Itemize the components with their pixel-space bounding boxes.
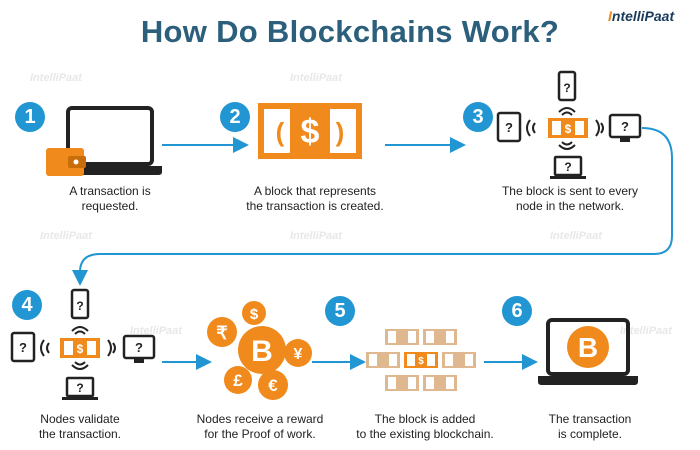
step-4-badge: 4 xyxy=(12,290,42,320)
intellipaat-logo: IntelliPaat xyxy=(608,8,675,24)
watermark: IntelliPaat xyxy=(550,230,602,242)
step-5-badge: 5 xyxy=(325,296,355,326)
svg-text:?: ? xyxy=(563,81,570,95)
page-title: How Do Blockchains Work? xyxy=(140,14,560,49)
watermark: IntelliPaat xyxy=(30,72,82,84)
svg-text:$: $ xyxy=(301,113,320,151)
svg-text:?: ? xyxy=(505,120,513,135)
step-2-badge: 2 xyxy=(220,102,250,132)
svg-text:(: ( xyxy=(276,117,285,147)
step-3-badge: 3 xyxy=(463,102,493,132)
svg-text:?: ? xyxy=(564,160,571,174)
currency-coins-icon: $ ₹ B ¥ £ € xyxy=(207,301,312,400)
broadcast-cluster-icon: $ ? ? ? ? xyxy=(496,70,642,179)
svg-text:?: ? xyxy=(135,340,143,355)
blockchain-bills-icon: $ xyxy=(366,329,476,391)
watermark: IntelliPaat xyxy=(40,230,92,242)
svg-text:$: $ xyxy=(565,122,572,136)
laptop-bitcoin-icon: B xyxy=(538,318,638,385)
svg-text:?: ? xyxy=(76,381,83,395)
svg-text:?: ? xyxy=(621,119,629,134)
svg-text:$: $ xyxy=(418,356,424,367)
banknote-icon: $ ( ) xyxy=(258,103,362,159)
step-1-badge: 1 xyxy=(15,102,45,132)
svg-text:$: $ xyxy=(250,306,259,323)
watermark: IntelliPaat xyxy=(620,325,672,337)
wallet-icon xyxy=(46,148,86,176)
svg-text:B: B xyxy=(251,335,273,368)
watermark: IntelliPaat xyxy=(130,325,182,337)
validation-cluster-icon: $ ? ? ? ? xyxy=(10,288,156,400)
svg-text:?: ? xyxy=(76,299,83,313)
svg-text:₹: ₹ xyxy=(216,323,228,343)
svg-text:€: € xyxy=(268,376,278,395)
step-6-badge: 6 xyxy=(502,296,532,326)
svg-text:£: £ xyxy=(233,371,243,390)
svg-text:): ) xyxy=(336,117,345,147)
watermark: IntelliPaat xyxy=(290,230,342,242)
svg-text:?: ? xyxy=(19,340,27,355)
svg-text:B: B xyxy=(578,332,598,363)
svg-text:¥: ¥ xyxy=(294,346,303,363)
flow-arrow xyxy=(72,127,673,286)
svg-text:$: $ xyxy=(77,342,84,356)
watermark: IntelliPaat xyxy=(290,72,342,84)
